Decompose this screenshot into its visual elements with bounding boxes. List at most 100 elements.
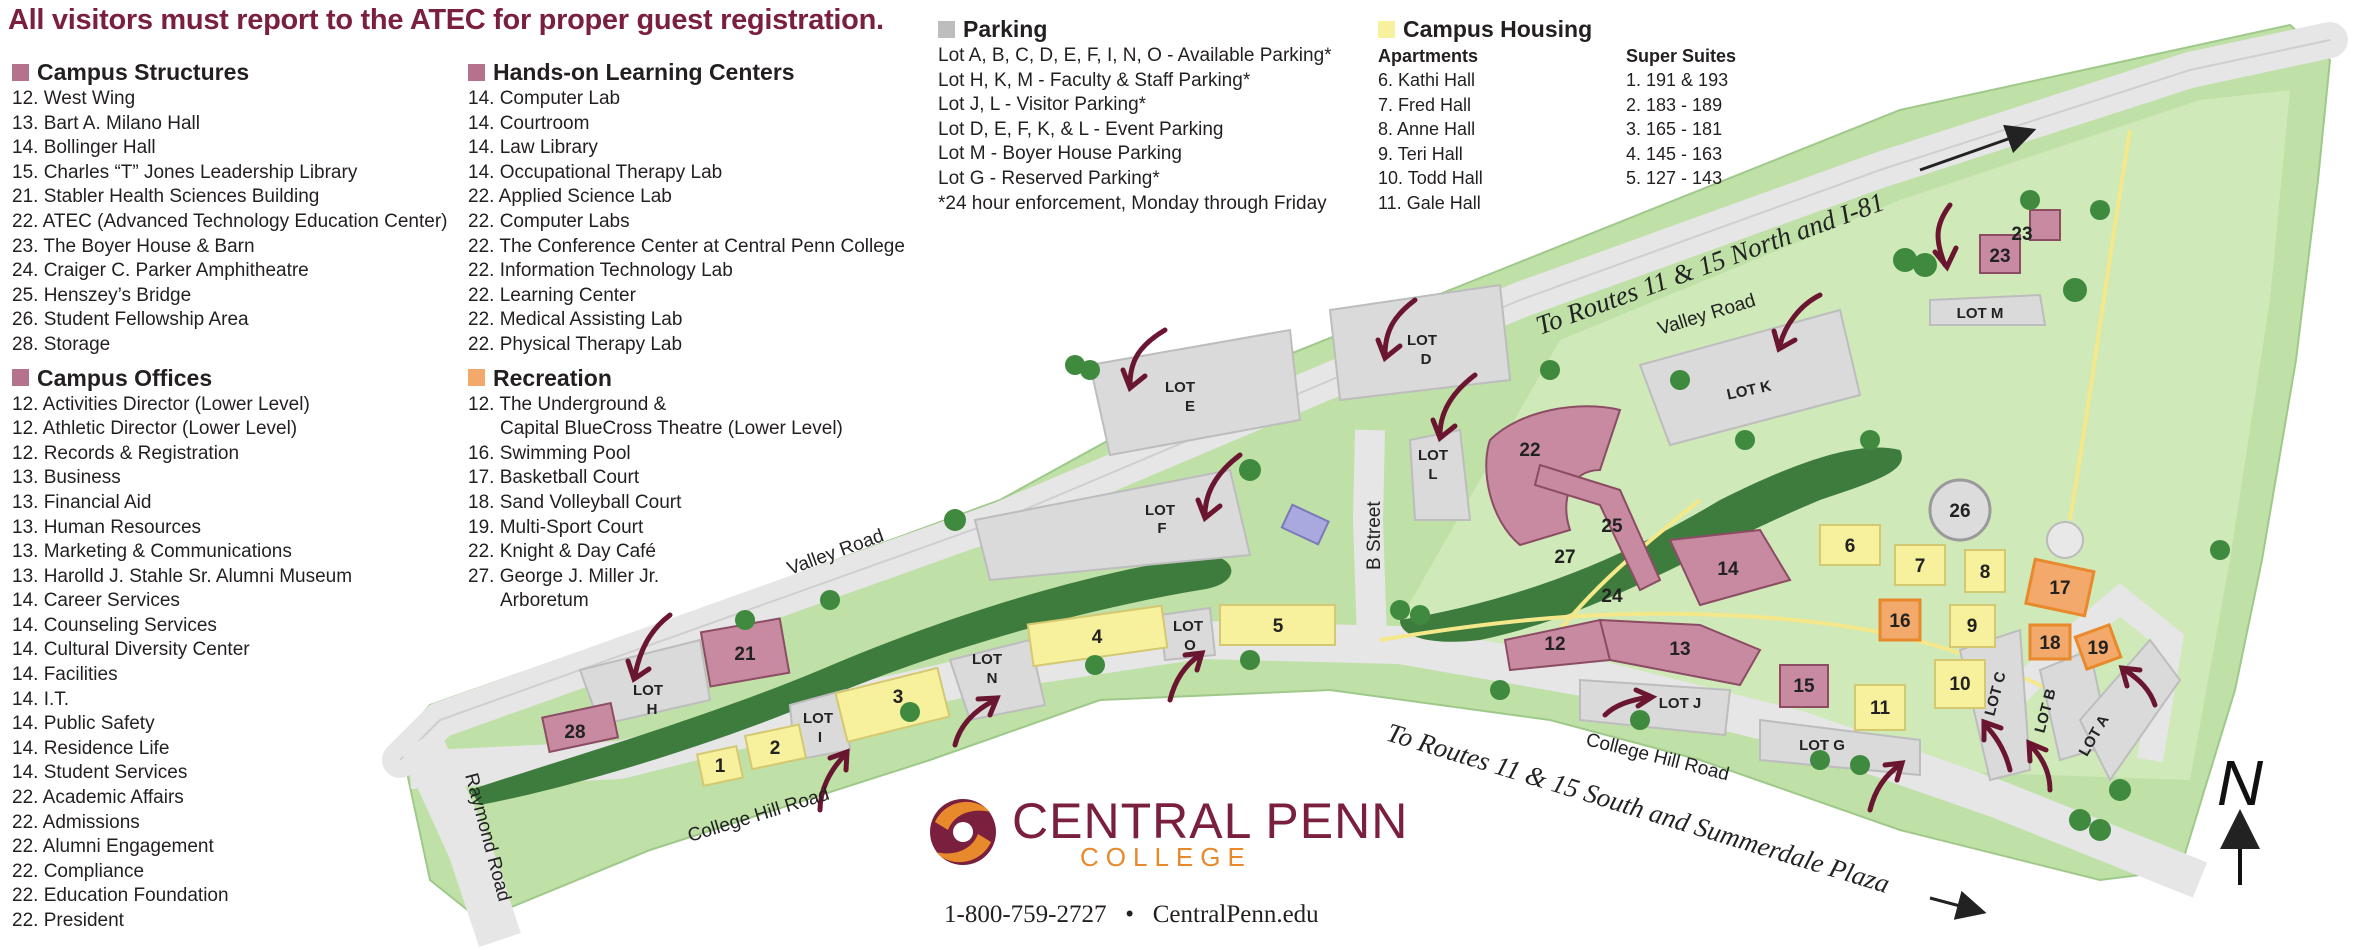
campus-structure-item: 26. Student Fellowship Area [12, 309, 249, 331]
footer-phone: 1-800-759-2727 [944, 901, 1107, 928]
campus-structures-title: Campus Structures [37, 59, 250, 85]
super-suite-item: 3. 165 - 181 [1626, 119, 1723, 140]
recreation-item: Arboretum [500, 590, 589, 612]
bnum-27: 27 [1554, 547, 1575, 568]
campus-office-item: 13. Harolld J. Stahle Sr. Alumni Museum [12, 565, 353, 587]
lot-label-n1: LOT [972, 651, 1002, 668]
lot-l-area [1408, 428, 1472, 521]
building-14 [1668, 528, 1792, 607]
lot-j-area [1579, 678, 1732, 737]
parking-item: Lot D, E, F, K, & L - Event Parking [938, 118, 1224, 140]
bnum-21: 21 [734, 644, 756, 665]
hands-on-item: 14. Courtroom [468, 112, 590, 134]
section-hands-on: Hands-on Learning Centers [468, 58, 905, 86]
campus-office-item: 22. Education Foundation [12, 885, 229, 907]
campus-office-item: 13. Financial Aid [12, 491, 152, 513]
lot-label-e1: LOT [1165, 379, 1195, 396]
building-9 [1949, 604, 1996, 648]
section-campus-housing: Campus Housing [1378, 15, 1736, 43]
building-25 [1533, 463, 1662, 592]
campus-offices-title: Campus Offices [37, 364, 213, 391]
hands-on-item: 14. Occupational Therapy Lab [468, 161, 723, 183]
campus-office-item: 14. Cultural Diversity Center [12, 639, 250, 661]
raymond-road [399, 730, 521, 947]
hands-on-item: 22. Medical Assisting Lab [468, 309, 683, 331]
apartments-title: Apartments [1378, 46, 1479, 66]
parking-item: Lot M - Boyer House Parking [938, 143, 1182, 165]
lot-label-e2: E [1185, 398, 1195, 415]
building-11 [1854, 684, 1906, 731]
parking-list: Lot A, B, C, D, E, F, I, N, O - Availabl… [938, 44, 1332, 216]
bnum-3: 3 [893, 687, 904, 708]
super-suite-item: 4. 145 - 163 [1626, 143, 1723, 164]
bnum-18: 18 [2039, 633, 2060, 654]
footer-separator: • [1125, 901, 1134, 928]
parking-item: Lot G - Reserved Parking* [938, 167, 1160, 189]
section-campus-offices: Campus Offices [12, 364, 448, 392]
building-28 [541, 701, 620, 754]
logo-mark [930, 799, 996, 865]
campus-structure-item: 24. Craiger C. Parker Amphitheatre [12, 260, 309, 282]
recreation-item: 12. The Underground & [468, 393, 667, 415]
building-17 [2024, 557, 2096, 618]
super-suite-item: 2. 183 - 189 [1626, 94, 1723, 115]
lot-label-j: LOT J [1659, 695, 1702, 712]
bnum-28: 28 [564, 722, 585, 743]
lot-label-n2: N [987, 670, 998, 687]
logo-name: CENTRAL PENN [1012, 793, 1408, 849]
bnum-19: 19 [2087, 638, 2108, 659]
building-19 [2073, 622, 2123, 672]
bnum-11: 11 [1870, 698, 1891, 719]
building-18 [2028, 623, 2072, 661]
campus-office-item: 22. Academic Affairs [12, 787, 184, 809]
recreation-list: 12. The Underground &Capital BlueCross T… [468, 393, 905, 614]
campus-office-item: 13. Business [12, 467, 121, 489]
lot-d-area [1328, 283, 1512, 402]
lot-m-area [1929, 293, 2047, 326]
building-8 [1964, 549, 2006, 593]
campus-structure-item: 22. ATEC (Advanced Technology Education … [12, 210, 448, 232]
parking-item: *24 hour enforcement, Monday through Fri… [938, 192, 1327, 214]
hands-on-title: Hands-on Learning Centers [493, 59, 795, 85]
bnum-17: 17 [2049, 578, 2070, 599]
lot-label-i2: I [818, 729, 822, 746]
b-street [1352, 429, 1387, 641]
recreation-title: Recreation [493, 364, 612, 391]
lot-label-o2: O [1184, 637, 1196, 654]
super-suite-item: 1. 191 & 193 [1626, 70, 1729, 90]
bnum-26: 26 [1949, 501, 1970, 522]
super-suites-title: Super Suites [1626, 46, 1737, 66]
bnum-6: 6 [1845, 536, 1856, 557]
parking-item: Lot J, L - Visitor Parking* [938, 94, 1147, 116]
lot-e-area [1088, 328, 1302, 457]
fellowship-area [1928, 478, 1992, 542]
section-campus-structures: Campus Structures [12, 58, 448, 86]
campus-office-item: 14. Residence Life [12, 737, 170, 759]
building-3 [834, 666, 951, 744]
swatch-parking [938, 20, 955, 38]
lot-label-d1: LOT [1407, 332, 1437, 349]
lot-label-h2: H [647, 701, 658, 718]
lot-f-area [973, 468, 1252, 582]
campus-office-item: 12. Activities Director (Lower Level) [12, 393, 310, 415]
swatch-recreation [468, 369, 485, 387]
bnum-13: 13 [1669, 639, 1690, 660]
recreation-item: 22. Knight & Day Café [468, 541, 656, 563]
campus-office-item: 12. Athletic Director (Lower Level) [12, 418, 298, 440]
campus-office-item: 22. Alumni Engagement [12, 836, 214, 858]
campus-office-item: 22. Compliance [12, 860, 145, 882]
building-16 [1878, 598, 1922, 642]
footer-website[interactable]: CentralPenn.edu [1152, 901, 1319, 928]
building-23b [2029, 209, 2061, 241]
bnum-15: 15 [1793, 676, 1815, 697]
bnum-1: 1 [715, 756, 726, 777]
swatch-structures [12, 63, 29, 81]
section-recreation: Recreation [468, 364, 905, 392]
bnum-23a: 23 [1989, 246, 2010, 267]
lot-label-o1: LOT [1173, 618, 1203, 635]
apartment-item: 9. Teri Hall [1378, 143, 1463, 164]
apartment-item: 7. Fred Hall [1378, 94, 1472, 115]
